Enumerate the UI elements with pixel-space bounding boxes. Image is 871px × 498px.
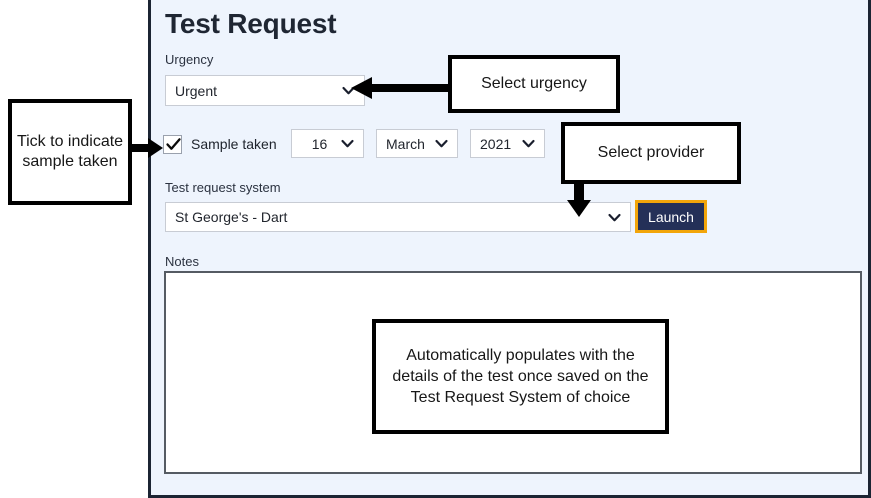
arrow-tick-to-checkbox — [128, 138, 163, 158]
chevron-down-icon — [521, 136, 536, 151]
launch-button[interactable]: Launch — [635, 200, 707, 233]
date-year-select[interactable]: 2021 — [470, 129, 545, 158]
urgency-select-value: Urgent — [175, 82, 218, 99]
urgency-label: Urgency — [165, 52, 214, 67]
chevron-down-icon — [607, 210, 622, 225]
arrow-urgency-to-select — [351, 77, 450, 99]
date-day-value: 16 — [311, 135, 328, 152]
chevron-down-icon — [434, 136, 449, 151]
test-request-system-value: St George's - Dart — [175, 209, 288, 225]
checkbox-checked-icon[interactable] — [163, 134, 182, 154]
date-month-select[interactable]: March — [376, 129, 458, 158]
date-month-value: March — [386, 135, 425, 152]
sample-taken-label: Sample taken — [191, 136, 277, 152]
chevron-down-icon — [341, 83, 356, 98]
test-request-system-select[interactable]: St George's - Dart — [165, 202, 631, 232]
arrow-provider-to-select — [567, 180, 591, 217]
chevron-down-icon — [340, 136, 355, 151]
callout-select-urgency: Select urgency — [448, 55, 620, 113]
callout-notes-autopopulate: Automatically populates with the details… — [372, 319, 669, 434]
date-day-select[interactable]: 16 — [291, 129, 364, 158]
callout-tick-to-indicate: Tick to indicate sample taken — [8, 99, 132, 205]
sample-taken-checkbox-row[interactable]: Sample taken — [163, 132, 277, 156]
page-title: Test Request — [165, 8, 337, 39]
urgency-select[interactable]: Urgent — [165, 75, 365, 106]
callout-select-provider: Select provider — [561, 122, 741, 184]
test-request-system-label: Test request system — [165, 180, 281, 195]
date-year-value: 2021 — [480, 135, 512, 152]
notes-label: Notes — [165, 254, 199, 269]
